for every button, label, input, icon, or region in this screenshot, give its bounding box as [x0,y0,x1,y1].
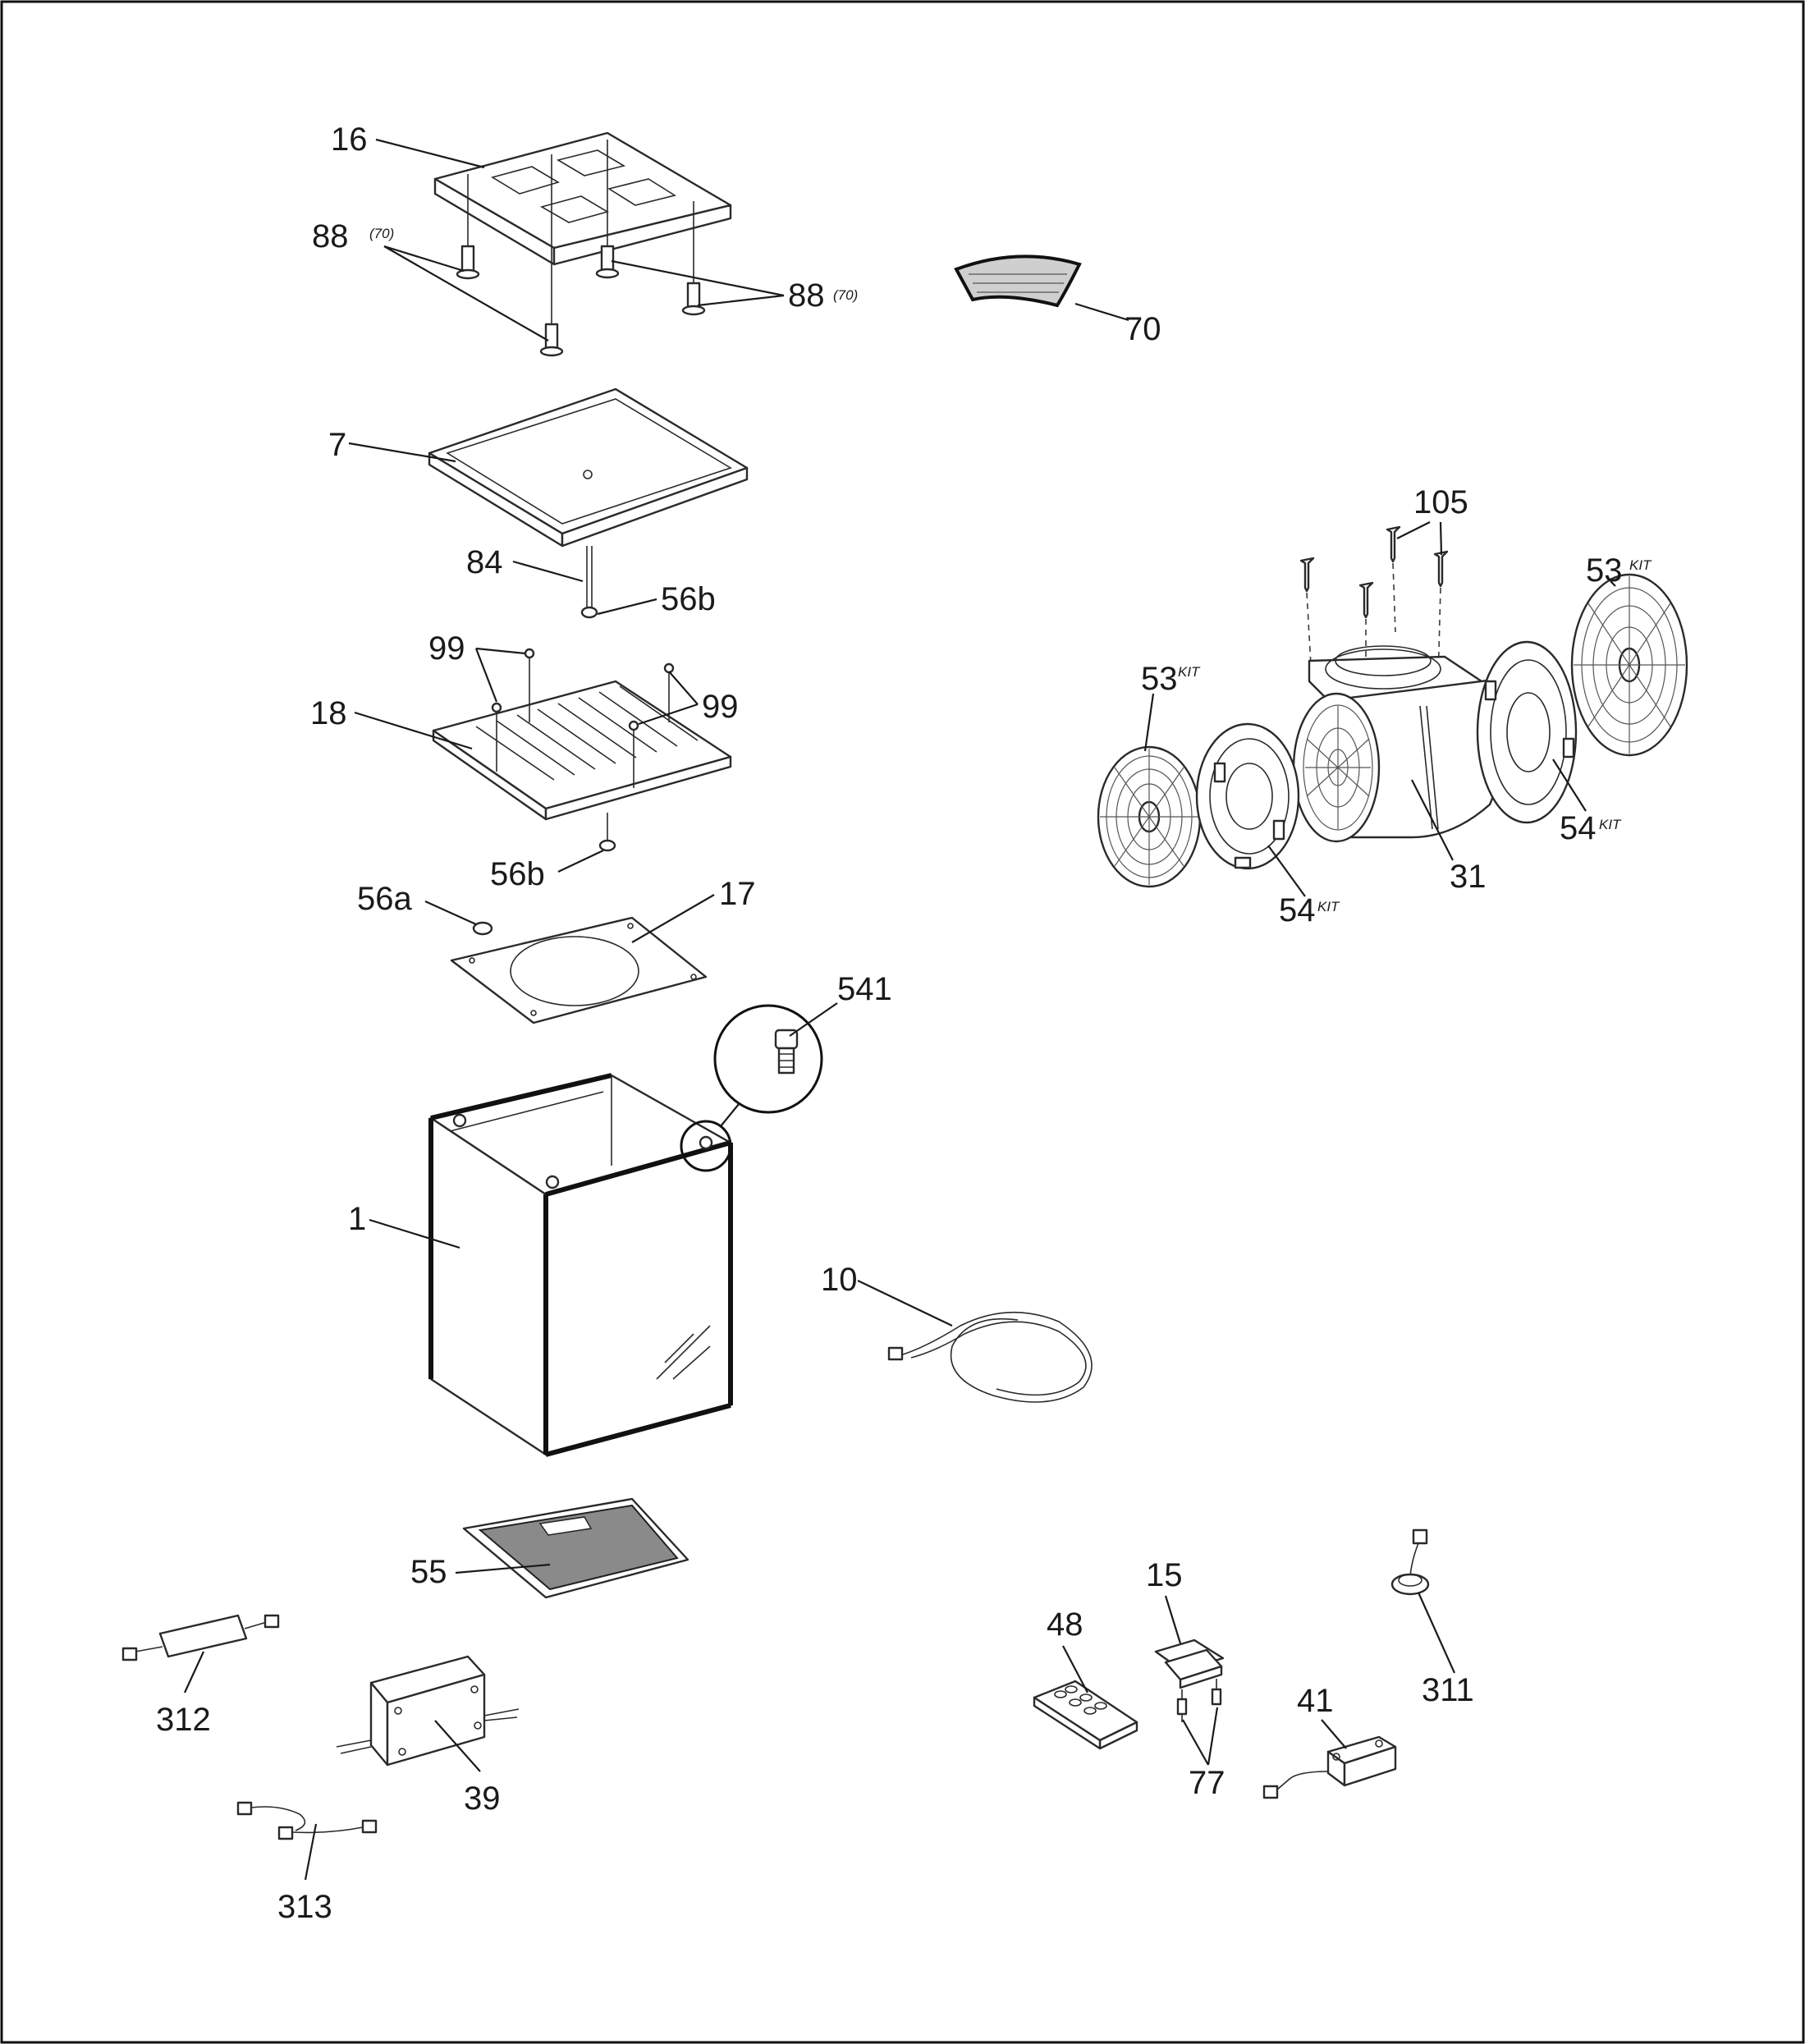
part-31-fan-motor [1292,645,1507,843]
label-88-left: 88 [312,218,349,254]
part-56a-clip [472,921,493,936]
part-54-right-filter-frame [1476,640,1578,824]
label-56b-lower: 56b [490,856,545,892]
part-15-bracket [1154,1638,1225,1722]
label-53-right-kit: KIT [1629,557,1652,573]
part-16-mounting-plate [433,131,732,328]
label-39: 39 [464,1780,501,1817]
label-53-left: 53 [1141,661,1178,697]
label-88-right-note: (70) [833,287,858,303]
part-53-left-carbon-filter [1097,745,1202,888]
part-1-cabinet [428,1073,733,1457]
label-31: 31 [1450,859,1487,895]
label-55: 55 [410,1554,447,1590]
label-1: 1 [348,1201,366,1237]
part-55-filter [462,1497,689,1599]
part-41-connector [1262,1735,1397,1799]
part-312-driver [121,1614,280,1661]
label-541: 541 [837,971,892,1007]
label-311: 311 [1422,1672,1474,1708]
label-54-right: 54 [1560,810,1597,846]
part-313-harness [236,1801,378,1840]
label-99-left: 99 [428,630,465,667]
label-313: 313 [277,1889,332,1925]
label-99-right: 99 [702,689,739,725]
label-41: 41 [1297,1683,1334,1719]
label-17: 17 [719,876,756,912]
label-16: 16 [331,121,368,158]
label-10: 10 [821,1262,858,1298]
part-88-screws [456,245,706,357]
label-84: 84 [466,544,503,580]
label-54-right-kit: KIT [1599,817,1622,832]
part-39-control-box [336,1655,520,1767]
part-18-panel [432,648,732,846]
label-48: 48 [1047,1606,1083,1643]
part-53-right-carbon-filter [1570,573,1688,757]
label-105: 105 [1413,484,1468,520]
part-54-left-filter-frame [1195,722,1300,870]
part-311-lamp [1390,1528,1430,1596]
label-53-right: 53 [1586,552,1623,589]
label-56b-upper: 56b [661,581,716,617]
part-10-cable [887,1311,1093,1403]
part-56b-lower [598,839,616,852]
label-53-left-kit: KIT [1178,664,1201,680]
part-70-filter [954,254,1082,308]
label-18: 18 [310,695,347,731]
label-54-left-kit: KIT [1317,899,1340,914]
label-15: 15 [1146,1557,1183,1593]
label-54-left: 54 [1279,892,1316,928]
label-77: 77 [1189,1765,1225,1801]
part-56b-upper [580,606,598,619]
label-88-left-note: (70) [369,226,394,241]
label-88-right: 88 [788,277,825,314]
label-56a: 56a [357,881,412,917]
part-7-tray [428,387,749,607]
label-70: 70 [1125,311,1161,347]
part-17-plate [450,916,708,1024]
label-7: 7 [328,427,346,463]
label-312: 312 [156,1702,211,1738]
part-48-remote [1033,1680,1138,1750]
